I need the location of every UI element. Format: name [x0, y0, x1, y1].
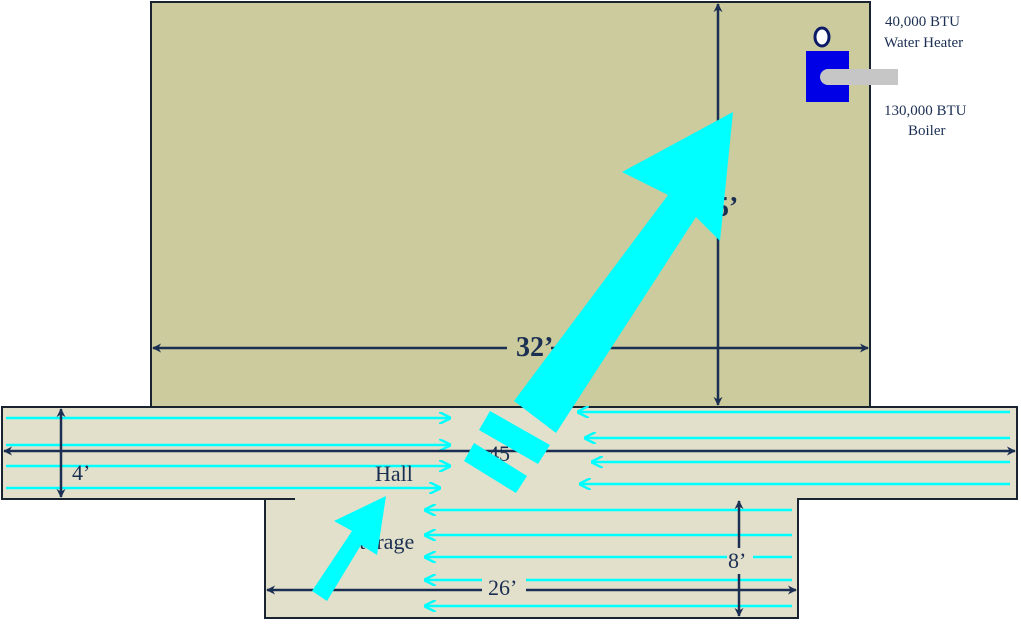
storage-length-label: 26’	[488, 575, 517, 600]
hall-airflow-right	[578, 412, 1010, 484]
boiler-label-line2: Boiler	[908, 123, 946, 139]
storage-depth-label-bg	[727, 548, 753, 574]
hall-width-label: 4’	[72, 460, 90, 485]
water-heater-label-line1: 40,000 BTU	[885, 14, 960, 30]
combustion-air-arrow-icon	[514, 112, 733, 433]
boiler-label-line1: 130,000 BTU	[884, 103, 967, 119]
storage-length-label-bg	[482, 577, 526, 601]
storage-depth-label: 8’	[728, 548, 746, 573]
duct-segment-lower-icon	[464, 443, 527, 493]
storage-air-arrow-icon	[312, 496, 386, 601]
hall-airflow-left	[6, 418, 450, 488]
main-width-label-bg	[507, 330, 551, 362]
hall-label: Hall	[375, 461, 413, 486]
water-heater-label-line2: Water Heater	[884, 35, 963, 51]
duct-segment-upper-icon	[479, 411, 550, 464]
water-heater-icon	[813, 26, 831, 48]
boiler-flue-icon	[820, 69, 898, 85]
